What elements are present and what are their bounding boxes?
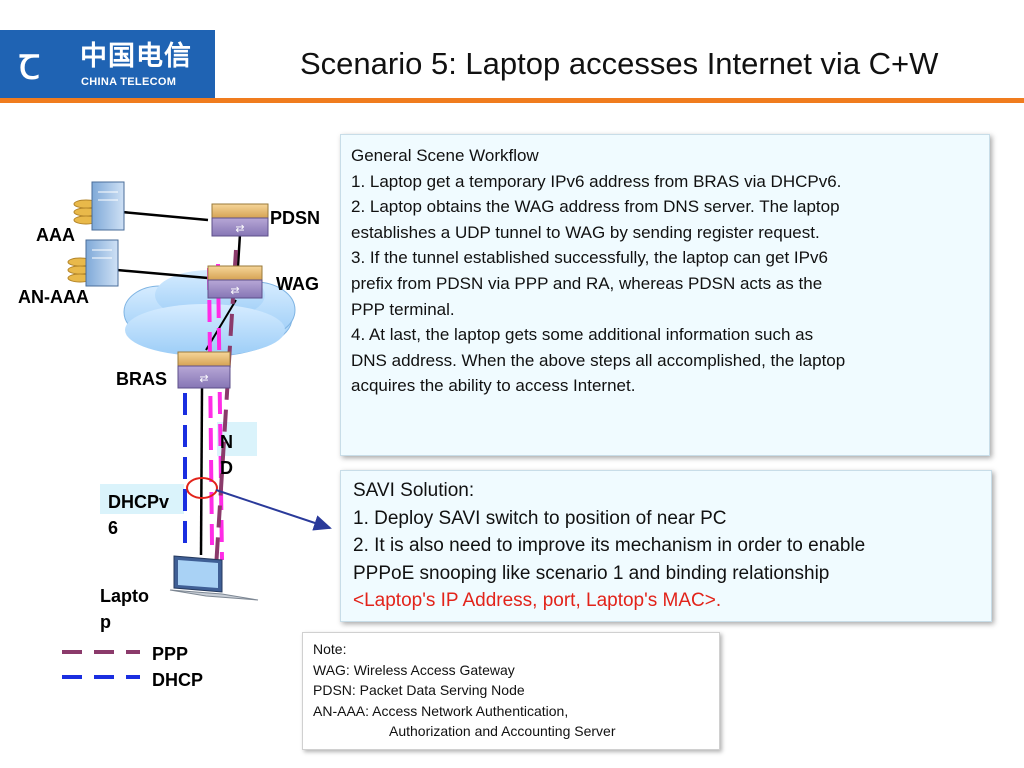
pdsn-router-icon: ⇄ xyxy=(211,203,269,237)
savi-heading: SAVI Solution: xyxy=(353,480,475,501)
an-aaa-label: AN-AAA xyxy=(18,287,89,307)
laptop-icon xyxy=(169,555,259,601)
savi-line: 1. Deploy SAVI switch to position of nea… xyxy=(353,507,727,529)
workflow-line: 4. At last, the laptop gets some additio… xyxy=(351,325,814,345)
logo-english-text: CHINA TELECOM xyxy=(81,76,177,88)
nd-label-line2: D xyxy=(220,458,233,478)
savi-line: PPPoE snooping like scenario 1 and bindi… xyxy=(353,562,830,584)
an-aaa-server-icon xyxy=(67,239,119,287)
logo-chinese-text: 中国电信 xyxy=(80,41,192,72)
tunnel-path-line xyxy=(207,267,214,546)
wag-router-icon: ⇄ xyxy=(207,265,263,299)
ppp-path-line xyxy=(214,249,238,569)
savi-solution-panel: SAVI Solution: 1. Deploy SAVI switch to … xyxy=(340,470,992,622)
laptop-label-line1: Lapto xyxy=(100,586,149,606)
workflow-line: 1. Laptop get a temporary IPv6 address f… xyxy=(351,171,842,191)
note-line: PDSN: Packet Data Serving Node xyxy=(313,682,525,698)
header-divider xyxy=(0,98,1024,103)
svg-text:⇄: ⇄ xyxy=(230,284,239,297)
workflow-line: prefix from PDSN via PPP and RA, whereas… xyxy=(351,273,823,293)
savi-binding-highlight: <Laptop's IP Address, port, Laptop's MAC… xyxy=(353,590,722,611)
slide-title: Scenario 5: Laptop accesses Internet via… xyxy=(300,46,939,81)
aaa-server-icon xyxy=(73,181,125,231)
note-line: AN-AAA: Access Network Authentication, xyxy=(313,702,569,719)
note-heading: Note: xyxy=(313,641,347,657)
note-line-continuation: Authorization and Accounting Server xyxy=(389,723,616,739)
laptop-label-line2: p xyxy=(100,612,111,632)
workflow-line: DNS address. When the above steps all ac… xyxy=(351,350,846,370)
note-panel: Note: WAG: Wireless Access Gateway PDSN:… xyxy=(302,632,720,750)
legend-ppp-label: PPP xyxy=(152,644,189,664)
aaa-label: AAA xyxy=(36,225,75,245)
dhcpv6-label-line1: DHCPv xyxy=(108,492,170,512)
tunnel-path-line-2 xyxy=(216,263,224,561)
note-line: WAG: Wireless Access Gateway xyxy=(313,661,515,678)
svg-text:⇄: ⇄ xyxy=(199,372,208,385)
wag-label: WAG xyxy=(276,274,319,294)
china-telecom-logo: ꞇ 中国电信 CHINA TELECOM xyxy=(0,30,215,98)
legend-dhcp-label: DHCP xyxy=(152,670,204,690)
network-cloud xyxy=(123,270,296,357)
workflow-panel: General Scene Workflow 1. Laptop get a t… xyxy=(340,134,990,456)
bras-label: BRAS xyxy=(116,369,168,389)
pdsn-label: PDSN xyxy=(270,208,321,228)
workflow-heading: General Scene Workflow xyxy=(351,146,539,165)
savi-pointer-arrow xyxy=(215,489,332,531)
workflow-line: PPP terminal. xyxy=(351,299,455,319)
workflow-line: 3. If the tunnel established successfull… xyxy=(351,248,828,268)
dhcpv6-label-line2: 6 xyxy=(108,518,119,538)
bras-router-icon: ⇄ xyxy=(177,351,231,389)
nd-label-line1: N xyxy=(220,432,233,452)
svg-text:⇄: ⇄ xyxy=(235,222,244,235)
savi-line: 2. It is also need to improve its mechan… xyxy=(353,535,866,556)
workflow-line: 2. Laptop obtains the WAG address from D… xyxy=(351,197,840,217)
workflow-line: establishes a UDP tunnel to WAG by sendi… xyxy=(351,222,820,242)
telecom-emblem-icon: ꞇ xyxy=(18,36,41,90)
savi-switch-highlight xyxy=(186,477,218,499)
workflow-line: acquires the ability to access Internet. xyxy=(351,376,636,396)
dhcpv6-label-box xyxy=(100,484,184,514)
